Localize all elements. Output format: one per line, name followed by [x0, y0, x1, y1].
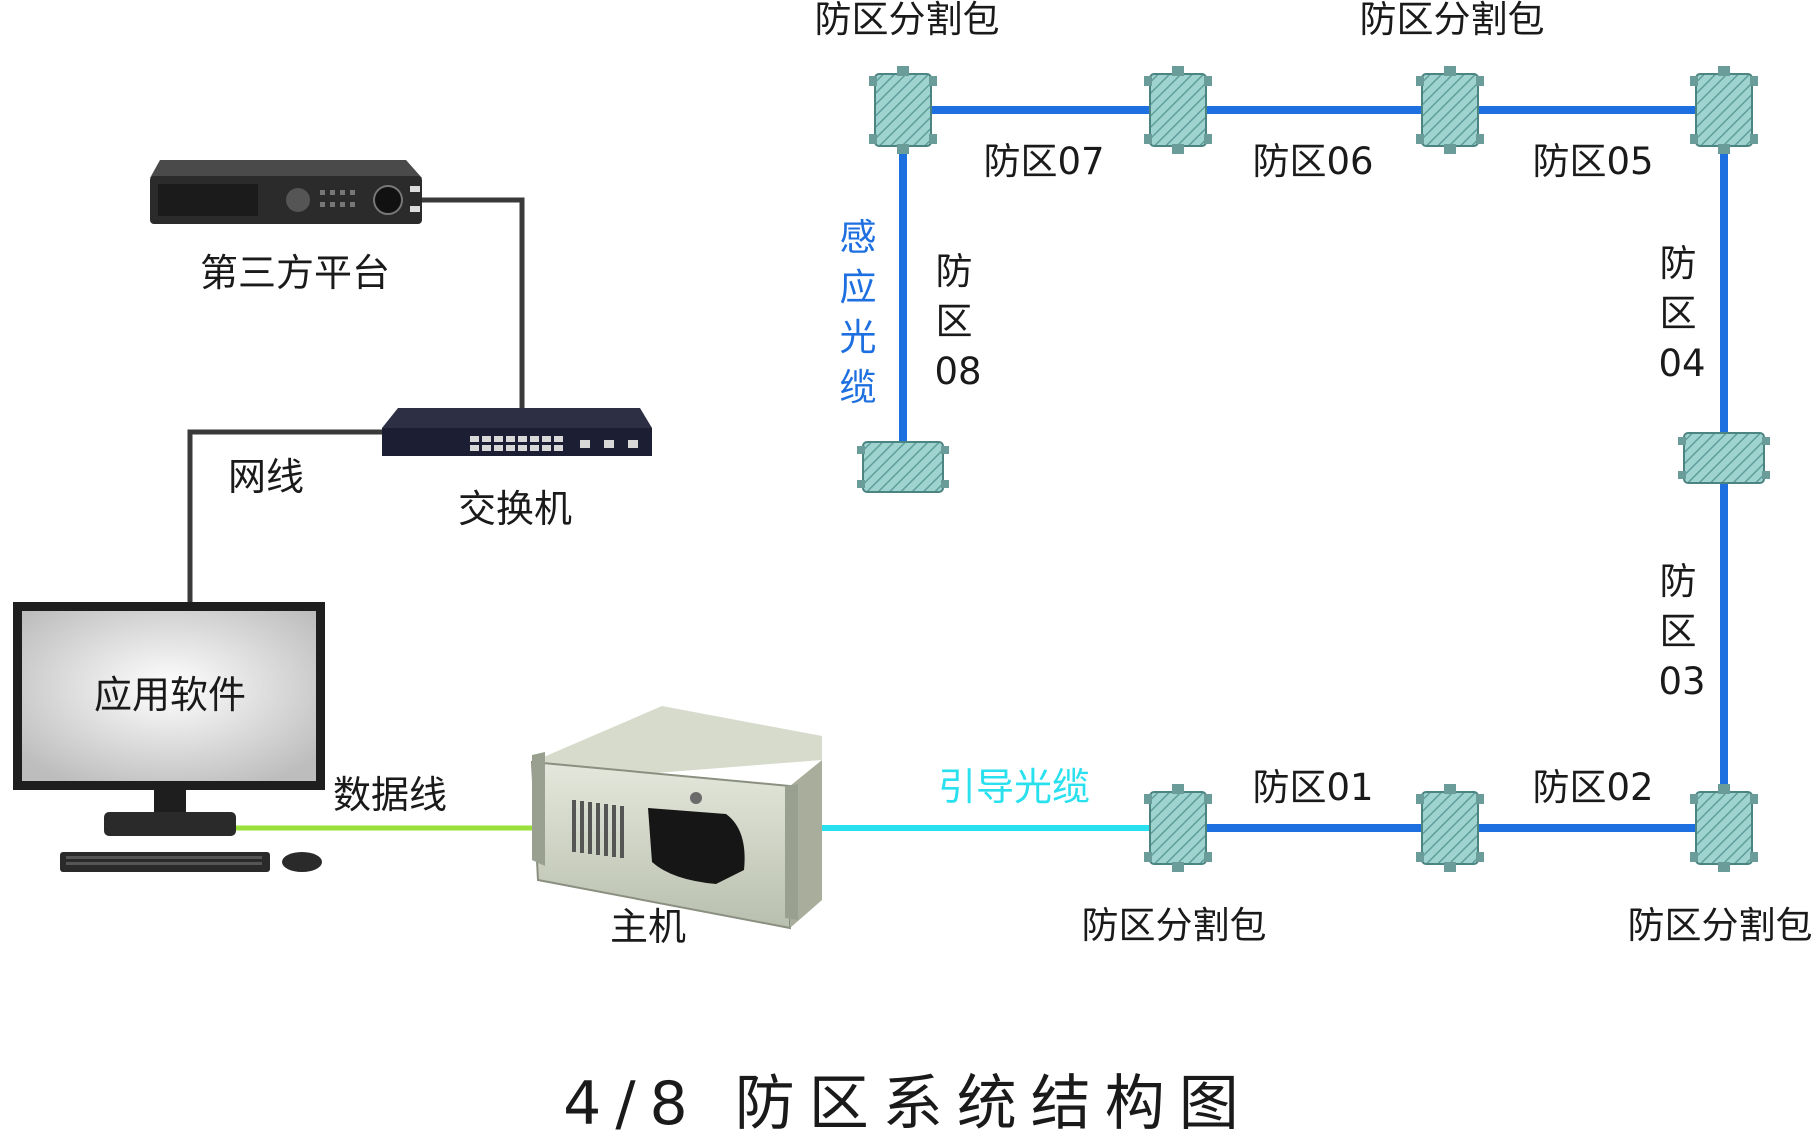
pc-monitor — [13, 602, 325, 872]
network-cable-label: 网线 — [228, 455, 304, 499]
zone-08-char-3: 08 — [934, 350, 981, 393]
data-cable-label: 数据线 — [333, 773, 447, 817]
sensing-fiber-char-1: 感 — [840, 216, 877, 259]
sensing-fiber-char-4: 缆 — [840, 366, 877, 409]
host-device — [530, 706, 822, 930]
zone-06-label: 防区06 — [1252, 140, 1373, 183]
third-party-platform-label: 第三方平台 — [200, 251, 390, 295]
switch-device — [382, 408, 652, 456]
zone-03-char-2: 区 — [1660, 610, 1697, 653]
dvr-device — [150, 160, 422, 224]
zone-04-label: 防 区 04 — [1658, 242, 1705, 385]
zone-04-char-3: 04 — [1658, 342, 1705, 385]
zone-08-char-1: 防 — [936, 250, 973, 293]
splitter-box-bottom-1 — [1143, 783, 1213, 873]
splitter-box-bottom-2 — [1415, 783, 1485, 873]
splitter-box-top-2 — [1415, 65, 1485, 155]
splitter-label-top-right: 防区分割包 — [1360, 0, 1545, 41]
network-cable-switch-pc — [187, 429, 382, 604]
splitter-box-top-1 — [1143, 65, 1213, 155]
splitter-label-top-left: 防区分割包 — [815, 0, 1000, 41]
sensing-fiber-cable — [899, 106, 1728, 832]
zone-03-char-3: 03 — [1658, 660, 1705, 703]
zone-04-char-1: 防 — [1660, 242, 1697, 285]
splitter-box-left-end — [857, 441, 949, 493]
splitter-box-right-middle — [1678, 432, 1770, 484]
zone-04-char-2: 区 — [1660, 292, 1697, 335]
network-cable-platform-switch — [422, 197, 525, 410]
splitter-box-top-left — [868, 65, 938, 155]
sensing-fiber-char-3: 光 — [840, 316, 877, 359]
host-label: 主机 — [610, 905, 686, 949]
sensing-fiber-label: 感 应 光 缆 — [840, 216, 877, 409]
zone-08-label: 防 区 08 — [934, 250, 981, 393]
zone-05-label: 防区05 — [1532, 140, 1653, 183]
zone-08-char-2: 区 — [936, 300, 973, 343]
zone-02-label: 防区02 — [1532, 766, 1653, 809]
zone-03-char-1: 防 — [1660, 560, 1697, 603]
splitter-label-bottom-right: 防区分割包 — [1628, 904, 1813, 947]
zone-03-label: 防 区 03 — [1658, 560, 1705, 703]
splitter-box-top-right — [1689, 65, 1759, 155]
lead-fiber-label: 引导光缆 — [938, 765, 1090, 809]
sensing-fiber-char-2: 应 — [840, 266, 877, 309]
zone-07-label: 防区07 — [983, 140, 1104, 183]
switch-label: 交换机 — [458, 487, 572, 531]
app-software-label: 应用软件 — [94, 673, 246, 717]
splitter-box-bottom-right — [1689, 783, 1759, 873]
zone-01-label: 防区01 — [1252, 766, 1373, 809]
splitter-label-bottom-left: 防区分割包 — [1082, 904, 1267, 947]
diagram-title: 4/8 防区系统结构图 — [563, 1069, 1253, 1132]
